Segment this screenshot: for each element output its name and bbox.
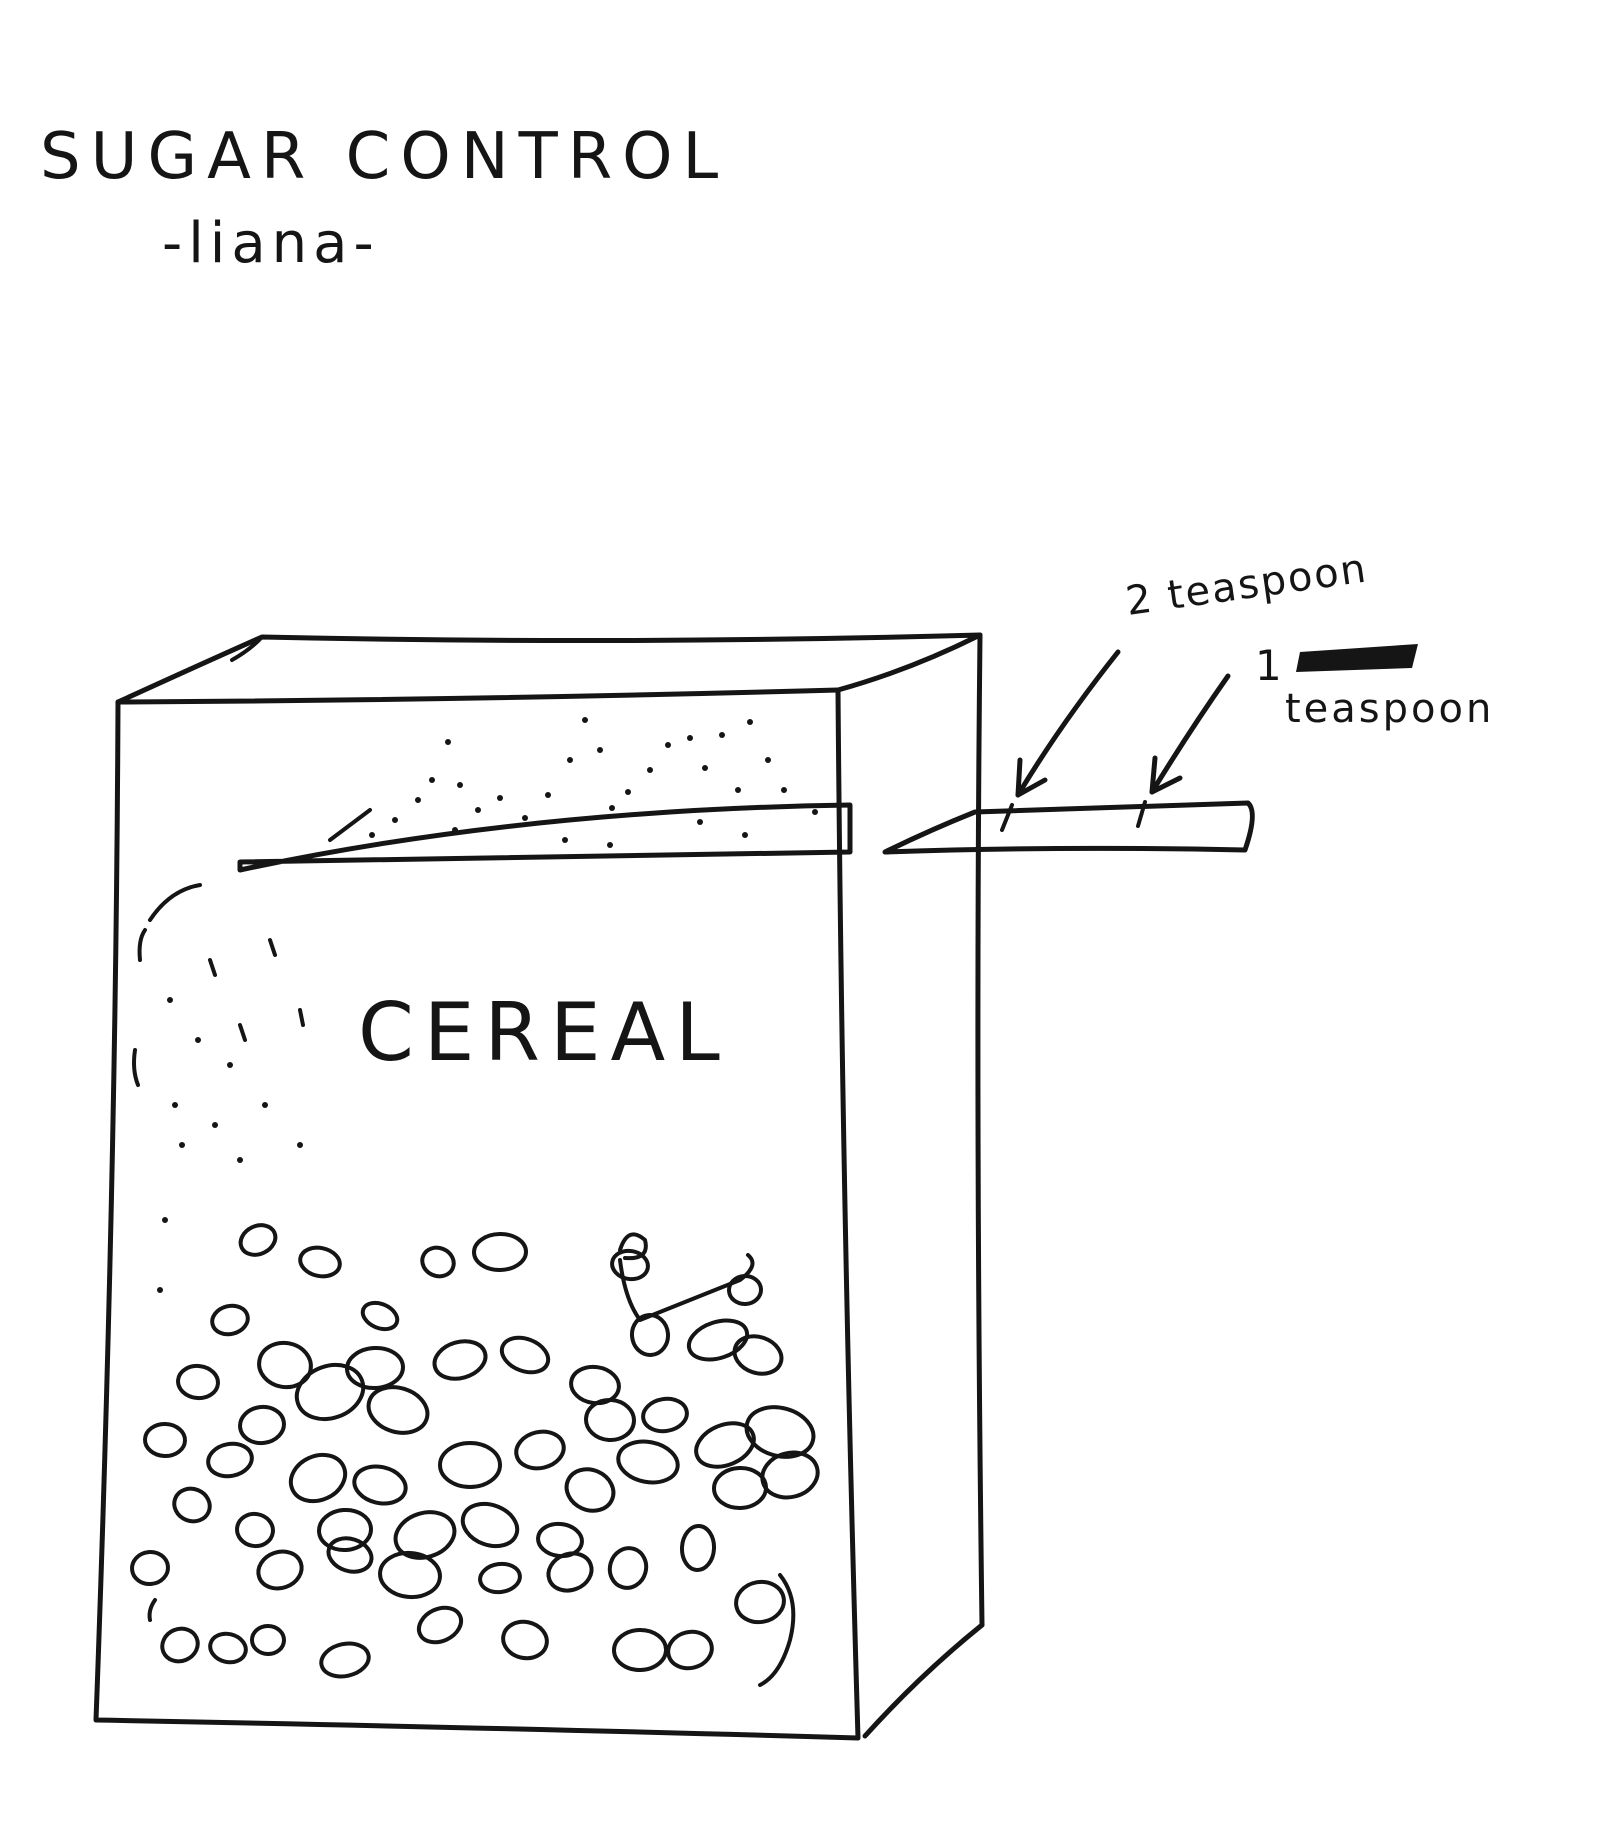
cereal-piece (612, 1627, 668, 1673)
cereal-piece (326, 1536, 374, 1574)
cereal-piece (760, 1450, 820, 1500)
cereal-curl (147, 1598, 157, 1622)
cereal-box (93, 632, 985, 1741)
cereal-piece (160, 1626, 200, 1664)
arrow-to-2-teaspoon (1015, 649, 1121, 798)
cereal-piece (734, 1579, 786, 1625)
cereal-piece (208, 1631, 248, 1665)
cereal-piece (294, 1362, 366, 1422)
cereal-piece (666, 1629, 714, 1671)
cereal-piece (616, 1439, 680, 1485)
cereal-piece (393, 1510, 457, 1560)
cereal-piece (250, 1623, 286, 1657)
cereal-piece (238, 1404, 286, 1446)
cereal-piece (210, 1303, 250, 1337)
cereal-piece (378, 1550, 442, 1600)
cereal-piece (319, 1641, 371, 1679)
cereal-piece (256, 1549, 304, 1591)
cereal-piece (499, 1335, 551, 1375)
cereal-piece (438, 1441, 502, 1489)
cereal-curl (618, 1232, 648, 1261)
cereal-piece (206, 1441, 254, 1479)
cereal-piece (694, 1421, 756, 1469)
box-top-face (115, 632, 983, 705)
cereal-label: CEREAL (358, 986, 730, 1079)
cereal-piece (235, 1511, 275, 1549)
slider-arrowhead-left (328, 808, 372, 842)
cereal-piece (288, 1452, 348, 1504)
cereal-piece (641, 1396, 689, 1434)
cereal-curl (758, 1573, 796, 1687)
cereal-piece (432, 1339, 488, 1381)
slider-inside-box (237, 802, 853, 873)
cereal-piece (727, 1273, 763, 1307)
cereal-piece (610, 1248, 650, 1282)
arrow-to-1-teaspoon (1149, 673, 1231, 795)
cereal-piece (238, 1223, 278, 1257)
sugar-sprinkles (369, 717, 818, 848)
sugar-falling (132, 883, 305, 1293)
cereal-piece (460, 1501, 520, 1549)
cereal-piece (366, 1385, 430, 1435)
cereal-piece (478, 1561, 522, 1595)
cereal-piece (679, 1524, 717, 1572)
cereal-piece (514, 1429, 566, 1471)
sketch-title: SUGAR CONTROL (40, 120, 728, 194)
cereal-piece (607, 1546, 649, 1590)
cereal-piece (130, 1549, 170, 1587)
box-front-face (93, 687, 861, 1741)
cereal-piece (501, 1619, 549, 1661)
cereal-piece (143, 1421, 187, 1459)
annotation-1-number: 1 (1255, 641, 1282, 690)
cereal-piece (360, 1300, 400, 1332)
cereal-piece (176, 1363, 220, 1401)
slider-outside-box (882, 800, 1255, 855)
cereal-piece (420, 1245, 456, 1279)
cereal-pieces (130, 1223, 820, 1687)
sugar-slider (237, 800, 1255, 873)
cereal-piece (744, 1405, 816, 1459)
cereal-piece (352, 1464, 408, 1506)
cereal-curl (618, 1253, 755, 1322)
cereal-piece (416, 1605, 464, 1645)
box-bottom-side-edge (862, 1622, 985, 1739)
cereal-piece (317, 1507, 373, 1553)
cereal-piece (629, 1313, 671, 1357)
box-top-back-edge (230, 635, 264, 662)
cereal-piece (546, 1551, 594, 1593)
annotation-2-teaspoon: 2 teaspoon (1123, 545, 1371, 624)
cereal-piece (732, 1334, 784, 1376)
cereal-piece (569, 1364, 621, 1406)
box-side-edge (975, 632, 985, 1628)
cereal-piece (172, 1486, 212, 1524)
slider-tick-1 (1136, 800, 1147, 828)
cereal-piece (584, 1397, 636, 1443)
annotation-1-teaspoon: teaspoon (1285, 686, 1494, 732)
cereal-piece (345, 1345, 405, 1391)
cereal-piece (472, 1231, 528, 1273)
cereal-piece (257, 1340, 313, 1390)
cereal-piece (298, 1245, 342, 1279)
cereal-piece (712, 1465, 768, 1511)
sketch-author: -liana- (162, 211, 380, 276)
cereal-piece (686, 1318, 750, 1362)
cereal-piece (564, 1467, 616, 1513)
scribble-cross-out (1296, 644, 1418, 672)
slider-tick-2 (1000, 803, 1014, 832)
